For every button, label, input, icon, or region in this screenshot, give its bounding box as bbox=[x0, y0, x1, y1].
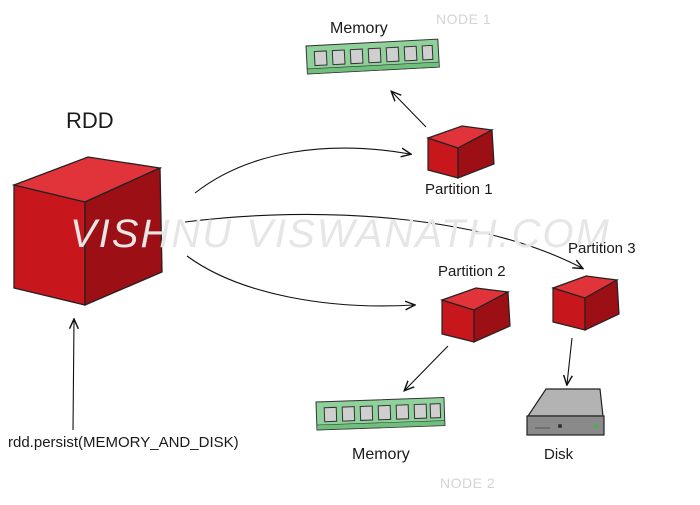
partition-2-cube bbox=[440, 287, 511, 343]
watermark: VISHNU VISWANATH.COM bbox=[70, 212, 611, 256]
node-2-label: NODE 2 bbox=[440, 475, 496, 491]
memory-label-node-1: Memory bbox=[330, 20, 388, 37]
partition-1-cube bbox=[426, 125, 495, 179]
arrow-partition-1-to-memory bbox=[392, 92, 427, 128]
arrow-partition-3-to-disk bbox=[567, 337, 572, 384]
memory-label-node-2: Memory bbox=[352, 446, 410, 463]
partition-1-label: Partition 1 bbox=[425, 181, 493, 198]
partition-3-cube bbox=[551, 275, 620, 331]
arrow-rdd-to-partition-3 bbox=[184, 213, 582, 268]
disk-icon bbox=[526, 388, 605, 436]
memory-stick-icon bbox=[315, 397, 446, 431]
rdd-label: RDD bbox=[66, 108, 114, 133]
node-1-label: NODE 1 bbox=[436, 11, 492, 27]
memory-stick-icon bbox=[305, 38, 440, 75]
partition-3-label: Partition 3 bbox=[568, 240, 636, 257]
persist-call-label: rdd.persist(MEMORY_AND_DISK) bbox=[8, 434, 239, 451]
arrow-rdd-to-partition-2 bbox=[186, 255, 414, 306]
arrow-rdd-to-partition-1 bbox=[194, 148, 410, 194]
rdd-cube bbox=[11, 156, 163, 306]
disk-label: Disk bbox=[544, 446, 574, 463]
arrow-partition-2-to-memory bbox=[405, 345, 449, 390]
partition-2-label: Partition 2 bbox=[438, 263, 506, 280]
arrow-persist-to-rdd bbox=[73, 320, 74, 431]
